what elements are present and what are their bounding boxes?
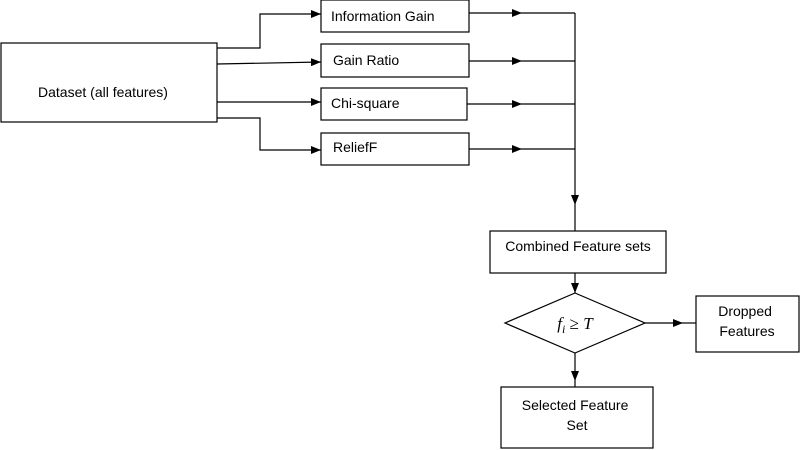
chi-square-node: Chi-square (320, 87, 468, 121)
arrowhead-information-gain (512, 9, 522, 17)
selected-feature-set-line2: Set (566, 417, 587, 433)
feature-subscript: i (562, 322, 565, 336)
arrowhead-chi-square (512, 100, 522, 108)
gain-ratio-label: Gain Ratio (333, 52, 399, 68)
threshold-condition-label: fi ≥ T (557, 314, 594, 336)
combined-feature-sets-label: Combined Feature sets (505, 238, 651, 254)
relieff-node: ReliefF (320, 132, 470, 166)
gain-ratio-node: Gain Ratio (320, 43, 470, 78)
arrowhead-gain-ratio (512, 57, 522, 65)
dropped-features-line2: Features (719, 323, 774, 339)
selected-feature-set-node: Selected Feature Set (500, 386, 654, 449)
arrowhead-relieff (512, 145, 522, 153)
edge-dataset-to-gain-ratio (216, 58, 322, 67)
combined-feature-sets-node: Combined Feature sets (489, 230, 667, 274)
information-gain-label: Information Gain (331, 8, 435, 24)
dropped-features-line1: Dropped (718, 303, 772, 319)
threshold-decision-node: fi ≥ T (503, 292, 647, 354)
selected-feature-set-label: Selected Feature Set (522, 397, 633, 433)
dataset-label: Dataset (all features) (38, 84, 168, 100)
chi-square-label: Chi-square (331, 95, 400, 111)
information-gain-node: Information Gain (320, 0, 470, 33)
edge-dataset-to-information-gain (217, 10, 321, 49)
selected-feature-set-line1: Selected Feature (522, 397, 629, 413)
feature-variable: f (557, 314, 564, 333)
dataset-node: Dataset (all features) (0, 42, 218, 123)
dropped-features-label: Dropped Features (718, 303, 776, 339)
edge-dataset-to-relieff (217, 117, 321, 154)
dropped-features-node: Dropped Features (695, 295, 800, 353)
comparison-operator: ≥ (565, 314, 583, 333)
threshold-variable: T (583, 314, 594, 333)
relieff-label: ReliefF (333, 139, 377, 155)
